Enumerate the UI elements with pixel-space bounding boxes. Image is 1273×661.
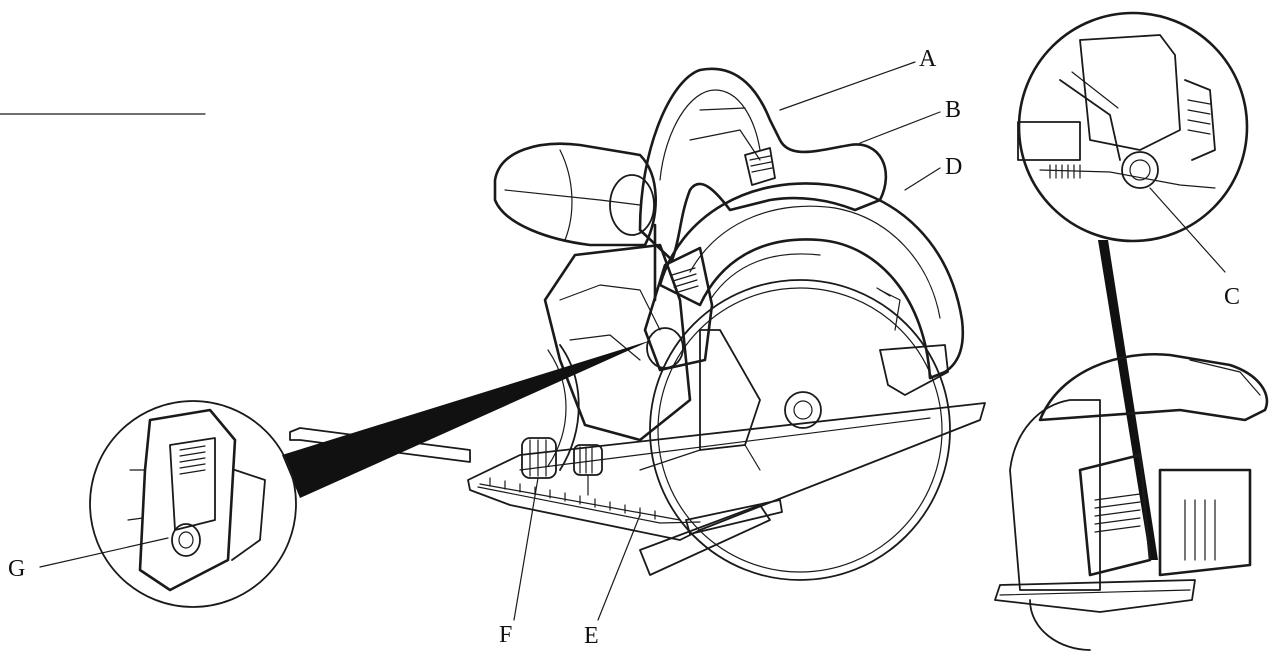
leader-f bbox=[513, 477, 539, 621]
battery-pack bbox=[493, 142, 657, 247]
detail-view-c bbox=[1017, 11, 1249, 273]
leader-c bbox=[1149, 187, 1226, 273]
leader-d bbox=[904, 167, 941, 191]
leader-b bbox=[859, 111, 941, 144]
callout-b: B bbox=[945, 97, 962, 123]
depth-scale bbox=[479, 477, 681, 521]
callout-d: D bbox=[945, 154, 963, 180]
bevel-scale bbox=[559, 344, 580, 471]
callout-a: A bbox=[919, 46, 937, 72]
callout-f: F bbox=[499, 622, 513, 648]
leader-a bbox=[779, 61, 916, 111]
callout-g: G bbox=[8, 556, 26, 582]
rip-fence-bar bbox=[289, 427, 471, 463]
callout-e: E bbox=[584, 623, 599, 649]
leader-g bbox=[39, 537, 169, 568]
upper-blade-guard bbox=[658, 182, 965, 380]
zoom-wedge-g bbox=[282, 340, 652, 498]
detail-view-g bbox=[39, 400, 297, 608]
trigger bbox=[744, 147, 776, 186]
main-saw-drawing bbox=[289, 67, 986, 581]
depth-lock-knob bbox=[573, 444, 603, 496]
bevel-lock-knob bbox=[521, 437, 557, 479]
main-handle bbox=[638, 67, 888, 262]
rear-view-saw bbox=[994, 352, 1269, 651]
callout-c: C bbox=[1224, 284, 1241, 310]
motor-housing bbox=[543, 243, 692, 442]
leader-e bbox=[597, 514, 641, 621]
front-knob-assembly bbox=[643, 246, 714, 372]
saw-blade bbox=[649, 279, 951, 581]
blade-arbor bbox=[784, 391, 822, 429]
